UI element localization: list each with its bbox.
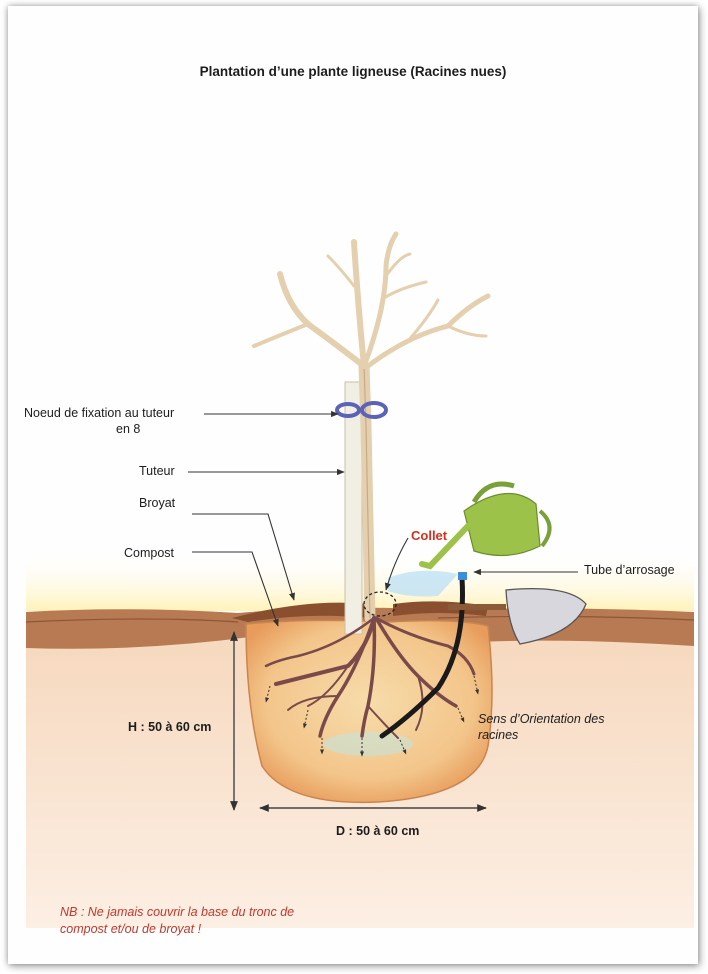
collet-marker <box>363 591 397 617</box>
label-noeud-line2: en 8 <box>116 422 141 436</box>
warning-note: NB : Ne jamais couvrir la base du tronc … <box>60 905 295 936</box>
watering-can-icon <box>419 481 552 570</box>
roots <box>264 616 476 739</box>
label-tube-arrosage: Tube d’arrosage <box>584 563 675 577</box>
label-collet: Collet <box>411 528 448 543</box>
leader-collet <box>384 537 409 591</box>
figure-eight-tie <box>335 401 388 419</box>
stake <box>344 381 363 635</box>
label-compost: Compost <box>124 546 175 560</box>
planting-hole <box>245 619 493 804</box>
watering-tube <box>379 575 465 739</box>
tree <box>252 231 491 624</box>
label-hauteur: H : 50 à 60 cm <box>128 720 212 734</box>
label-tuteur: Tuteur <box>139 464 175 478</box>
planting-illustration <box>25 231 695 928</box>
drawing-sheet: Plantation d’une plante ligneuse (Racine… <box>8 6 698 964</box>
label-broyat: Broyat <box>139 496 176 510</box>
label-sens-orientation-line2: racines <box>478 728 519 742</box>
label-sens-orientation: Sens d’Orientation des <box>478 712 605 726</box>
label-noeud: Noeud de fixation au tuteur <box>24 406 175 420</box>
page-title: Plantation d’une plante ligneuse (Racine… <box>199 64 507 79</box>
label-diametre: D : 50 à 60 cm <box>336 824 420 838</box>
root-direction-arrows <box>265 675 479 757</box>
leader-compost <box>192 551 279 627</box>
leader-broyat <box>192 513 295 601</box>
shovel-icon <box>448 587 587 645</box>
